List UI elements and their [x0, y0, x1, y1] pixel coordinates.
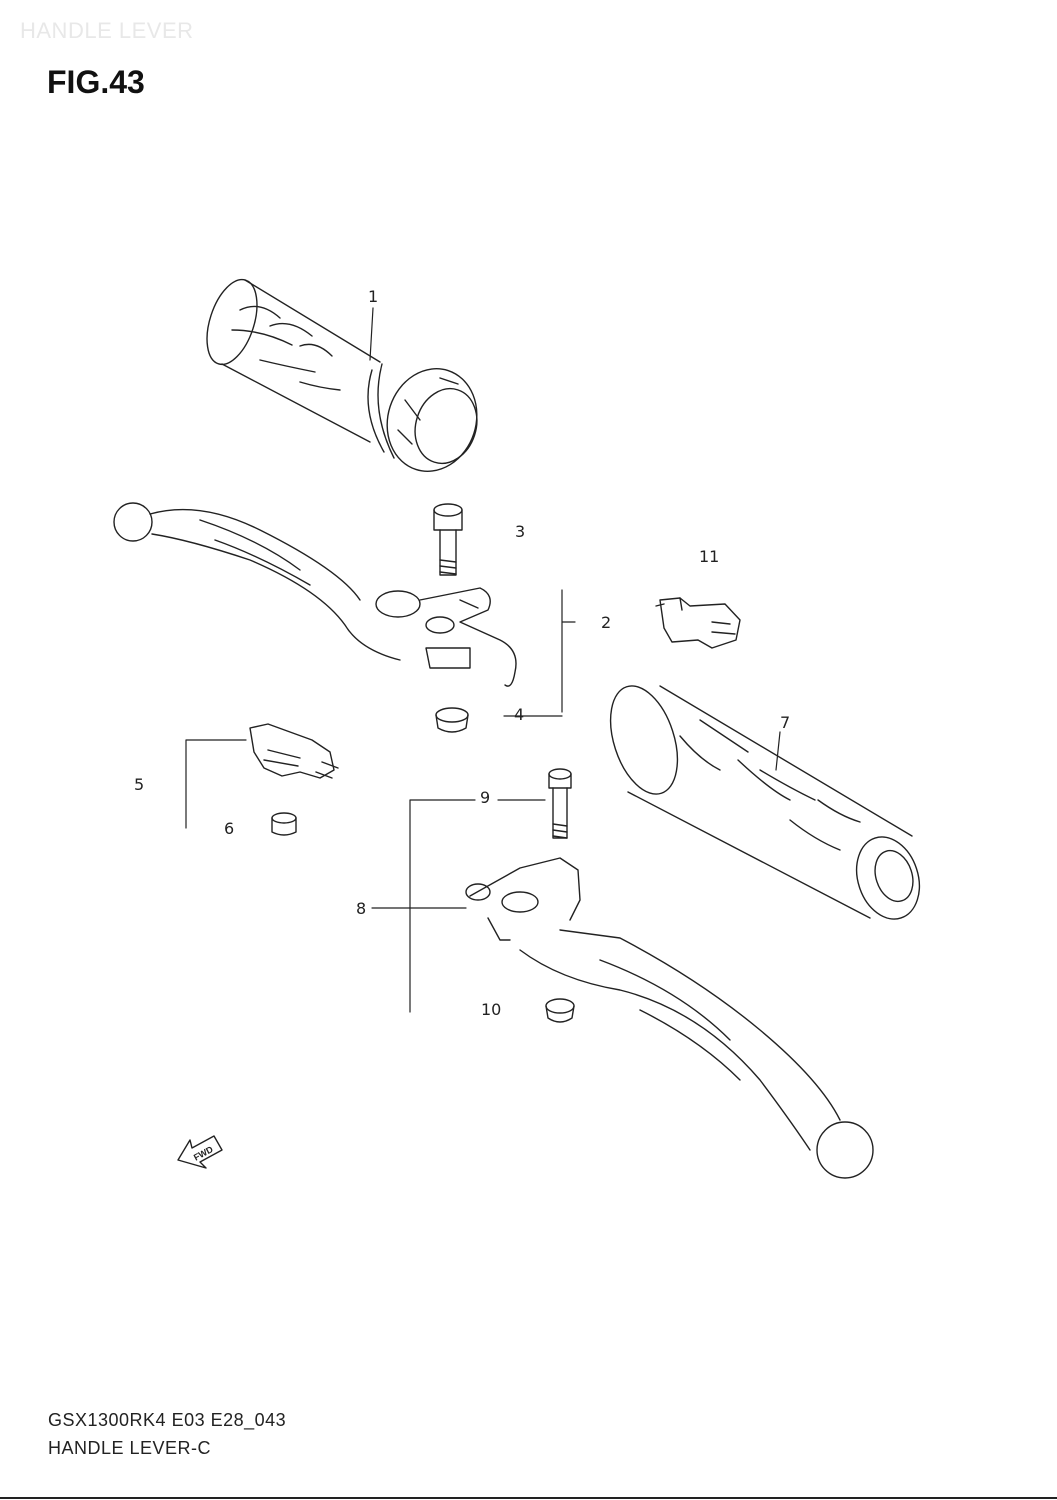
- callout-11: 11: [699, 547, 719, 566]
- brake-pivot-bolt-part: [548, 768, 572, 839]
- page-bottom-rule: [0, 1497, 1057, 1499]
- callout-8: 8: [356, 899, 366, 918]
- drawing-name: HANDLE LEVER-C: [48, 1438, 212, 1458]
- callout-3: 3: [515, 522, 525, 541]
- brake-switch-part: [249, 723, 339, 779]
- brake-lever-part: [465, 857, 874, 1179]
- callout-6: 6: [224, 819, 234, 838]
- fwd-arrow-icon: [177, 1135, 223, 1169]
- brake-nut-part: [545, 998, 575, 1023]
- screw-part: [271, 812, 297, 836]
- throttle-grip-part: [206, 278, 478, 472]
- clutch-switch-part: [655, 597, 741, 649]
- watermark-text: HANDLE LEVER: [20, 18, 194, 43]
- clutch-lever-part: [113, 502, 517, 687]
- handlebar-grip-part: [609, 685, 921, 920]
- nut-part: [435, 707, 469, 733]
- callout-2: 2: [601, 613, 611, 632]
- callout-9: 9: [480, 788, 490, 807]
- callout-1: 1: [368, 287, 378, 306]
- callout-4: 4: [514, 705, 524, 724]
- pivot-bolt-part: [433, 503, 463, 576]
- drawing-code: GSX1300RK4 E03 E28_043: [48, 1410, 287, 1430]
- callout-10: 10: [481, 1000, 501, 1019]
- figure-title: FIG.43: [47, 64, 145, 100]
- callout-5: 5: [134, 775, 144, 794]
- leader-lines: [185, 307, 781, 1013]
- callout-7: 7: [780, 713, 790, 732]
